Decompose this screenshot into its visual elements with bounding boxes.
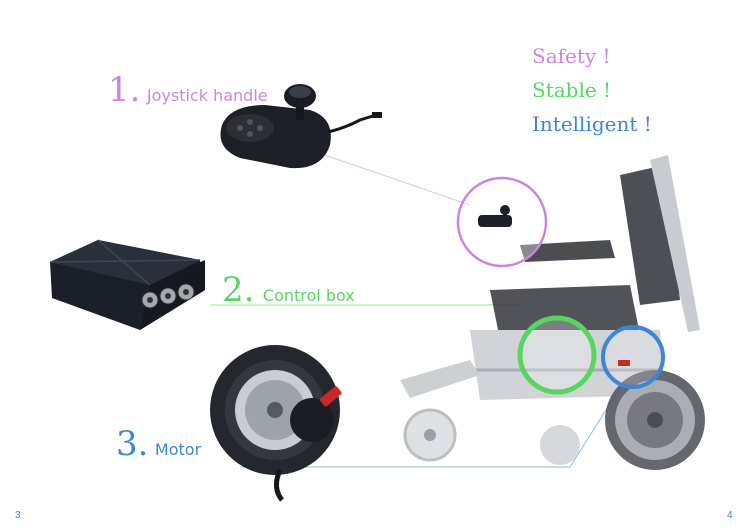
motor-wheel-image (210, 345, 342, 502)
joystick-connector-line (309, 149, 471, 206)
tagline-safety: Safety ! (532, 44, 611, 68)
callout-controlbox-label: Control box (262, 286, 355, 305)
callout-controlbox-number: 2. (222, 270, 255, 310)
callout-motor: 3. Motor (116, 424, 201, 464)
controlbox-highlight-circle (517, 315, 597, 395)
page-number-left: 3 (15, 510, 21, 521)
callout-joystick-number: 1. (108, 70, 141, 110)
wheelchair-image (400, 155, 705, 470)
callout-joystick: 1. Joystick handle (108, 70, 268, 110)
callout-controlbox: 2. Control box (222, 270, 355, 310)
tagline-intelligent: Intelligent ! (532, 112, 652, 136)
callout-motor-number: 3. (116, 424, 149, 464)
motor-highlight-circle (601, 325, 665, 389)
callout-motor-label: Motor (154, 440, 202, 459)
joystick-zoom-detail (478, 205, 512, 227)
joystick-image (220, 84, 382, 169)
tagline-stable: Stable ! (532, 78, 612, 102)
callout-joystick-label: Joystick handle (146, 86, 268, 105)
page-number-right: 4 (727, 510, 733, 521)
control-box-image (49, 239, 205, 330)
